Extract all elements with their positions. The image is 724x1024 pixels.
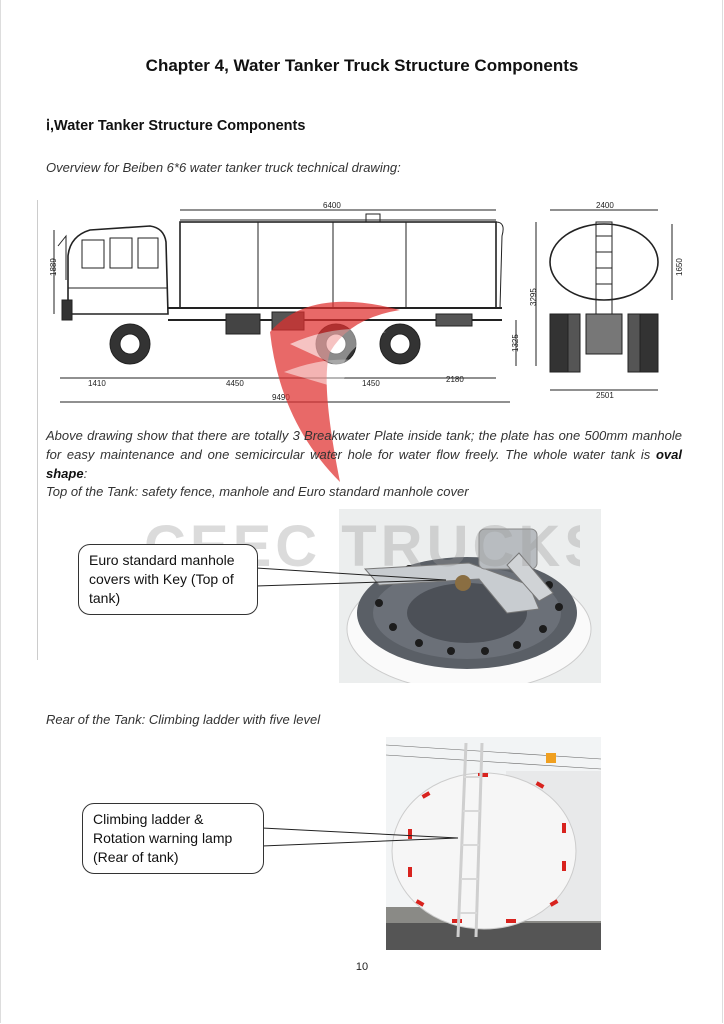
- dim-total-height: 3295: [529, 288, 538, 306]
- description-paragraph: Above drawing show that there are totall…: [46, 428, 682, 481]
- dim-vehicle-width: 2501: [596, 391, 614, 400]
- dim-rear-axle-spacing: 1450: [362, 379, 380, 388]
- dim-tank-width: 2400: [596, 201, 614, 210]
- dim-front-overhang: 1410: [88, 379, 106, 388]
- top-caption: Top of the Tank: safety fence, manhole a…: [46, 484, 469, 499]
- callout-pointer-ladder: [262, 827, 459, 847]
- callout-manhole-cover: Euro standard manhole covers with Key (T…: [78, 544, 258, 615]
- dim-cab-height: 1889: [49, 258, 58, 276]
- margin-line: [37, 200, 38, 660]
- dim-wheelbase: 4450: [226, 379, 244, 388]
- dim-tank-height: 1650: [675, 258, 684, 276]
- dim-rear-overhang: 2180: [446, 375, 464, 384]
- page-number: 10: [355, 961, 369, 973]
- rear-caption: Rear of the Tank: Climbing ladder with f…: [46, 712, 321, 727]
- overview-caption: Overview for Beiben 6*6 water tanker tru…: [46, 160, 401, 175]
- manhole-photo: [339, 509, 601, 683]
- chapter-title: Chapter 4, Water Tanker Truck Structure …: [145, 56, 579, 75]
- ladder-photo: [386, 737, 601, 950]
- section-title: ⅰ,Water Tanker Structure Components: [46, 118, 306, 134]
- watermark-logo: [270, 301, 400, 482]
- technical-drawing: 6400 1889 3295 1325 1410 4450 1450 2180 …: [49, 201, 684, 403]
- dim-total-length: 9490: [272, 393, 290, 402]
- callout-climbing-ladder: Climbing ladder & Rotation warning lamp …: [82, 803, 264, 874]
- callout-pointer-manhole: [256, 567, 447, 587]
- dim-chassis-height: 1325: [511, 334, 520, 352]
- bold-oval-shape: oval shape: [46, 447, 682, 481]
- dim-tank-length: 6400: [323, 201, 341, 210]
